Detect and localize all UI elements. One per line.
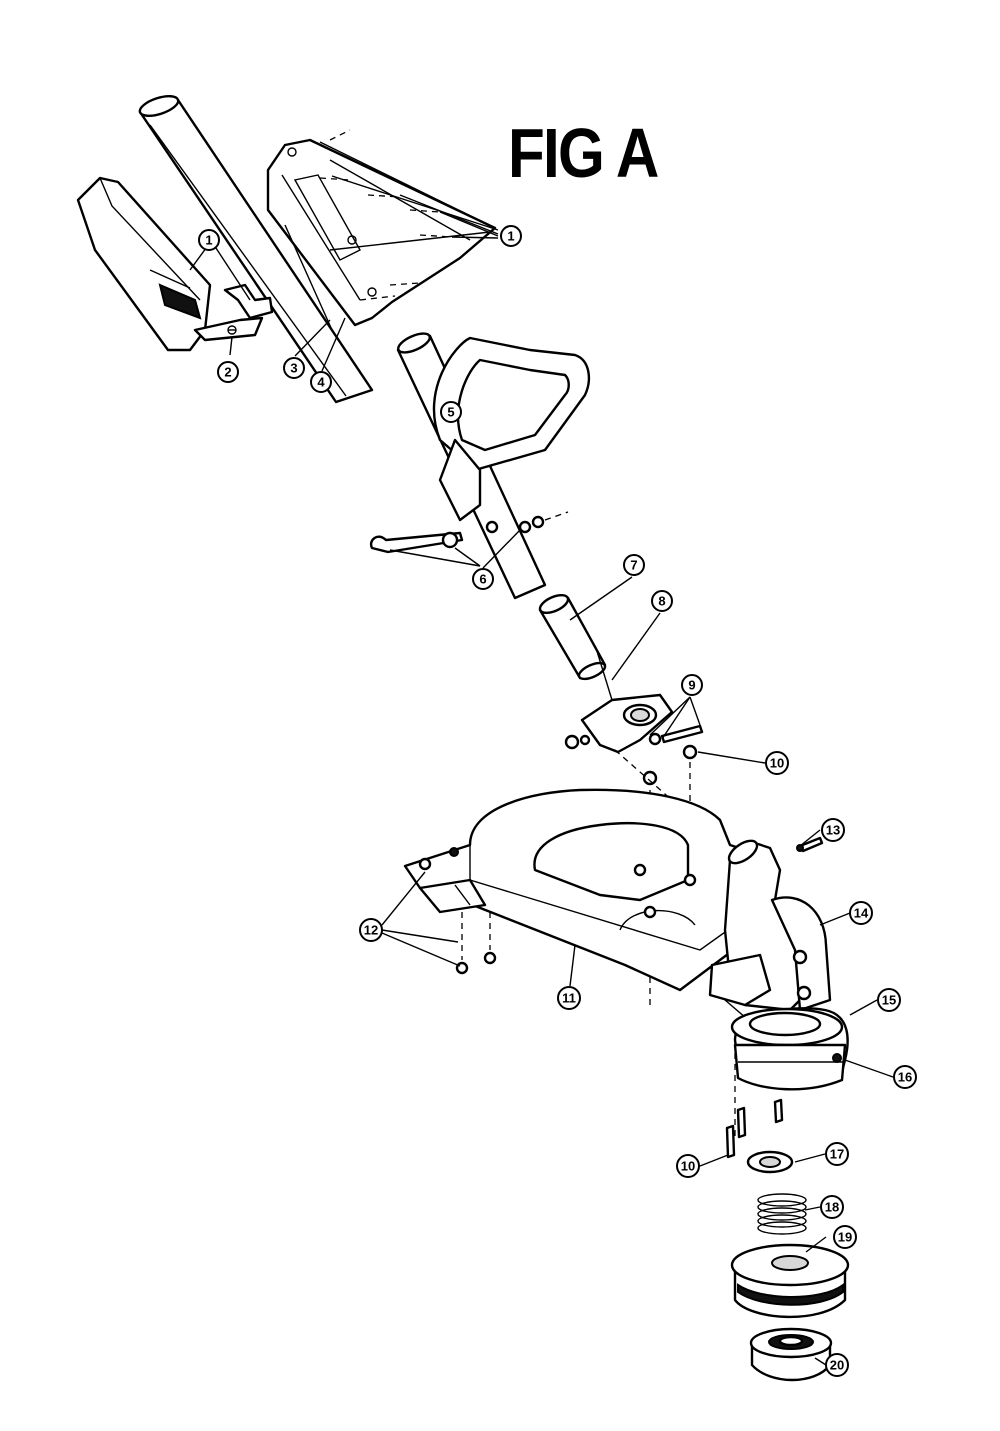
clamp-bracket-9 [564,693,704,786]
callout-14-label: 14 [854,906,869,921]
callout-10a-label: 10 [770,756,784,771]
callout-16-label: 16 [898,1070,912,1085]
callout-1b-label: 1 [507,229,514,244]
callout-2-label: 2 [224,365,231,380]
callout-9: 9 [681,674,703,696]
callout-12-label: 12 [364,923,378,938]
callout-15: 15 [877,988,901,1012]
callout-5: 5 [440,401,462,423]
callout-11: 11 [557,986,581,1010]
callout-12: 12 [359,918,383,942]
callout-17: 17 [825,1142,849,1166]
callout-10a: 10 [765,751,789,775]
trigger-switch [223,283,274,320]
motor-housing-14 [708,839,832,1031]
screw-13 [796,836,824,853]
callout-7: 7 [623,554,645,576]
pin-8 [595,647,613,701]
callout-7-label: 7 [630,558,637,573]
callout-18-label: 18 [825,1200,839,1215]
washer-17 [746,1150,794,1174]
callout-4: 4 [310,371,332,393]
callout-20: 20 [825,1353,849,1377]
guard-screws-12 [418,847,497,975]
callout-13-label: 13 [826,823,840,838]
cutting-line-16 [733,1043,847,1091]
callout-20-label: 20 [830,1358,844,1373]
housing-bolts-10 [725,1098,784,1159]
assist-handle [432,336,591,522]
left-handle-housing [76,176,264,352]
callout-15-label: 15 [882,993,896,1008]
callout-16: 16 [893,1065,917,1089]
callout-17-label: 17 [830,1147,844,1162]
handle-bolt-set [369,511,569,554]
spring-18 [757,1193,807,1235]
callout-8: 8 [651,590,673,612]
coupler-sleeve-7 [538,593,607,681]
spool-19 [730,1243,850,1319]
callout-13: 13 [821,818,845,842]
spring-3 [284,224,333,331]
callout-19-label: 19 [838,1230,852,1245]
bolt-2 [227,325,237,335]
callout-14: 14 [849,901,873,925]
callout-11-label: 11 [562,991,576,1006]
callout-1a-label: 1 [205,233,212,248]
callout-3: 3 [283,357,305,379]
callout-6-label: 6 [479,572,486,587]
right-handle-housing [266,138,497,327]
figure-title: FIG A [508,114,659,192]
callout-19: 19 [833,1225,857,1249]
callout-1a: 1 [198,229,220,251]
callout-3-label: 3 [290,361,297,376]
debris-guard-11 [403,788,772,992]
callout-8-label: 8 [658,594,665,609]
callout-2: 2 [217,361,239,383]
callout-5-label: 5 [447,405,454,420]
callout-6: 6 [472,568,494,590]
callout-1b: 1 [500,225,522,247]
callout-10b-label: 10 [681,1159,695,1174]
callout-18: 18 [820,1195,844,1219]
callout-4-label: 4 [317,375,325,390]
callout-9-label: 9 [688,678,695,693]
callout-10b: 10 [676,1154,700,1178]
spool-cap-20 [749,1327,833,1382]
